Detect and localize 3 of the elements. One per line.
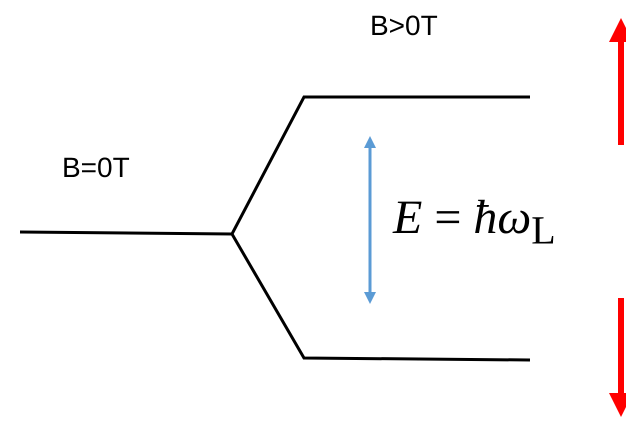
field-label: B>0T bbox=[370, 10, 438, 42]
formula: E = ħω$_{L}$ bbox=[393, 190, 556, 254]
field-label: B=0T bbox=[62, 152, 130, 184]
